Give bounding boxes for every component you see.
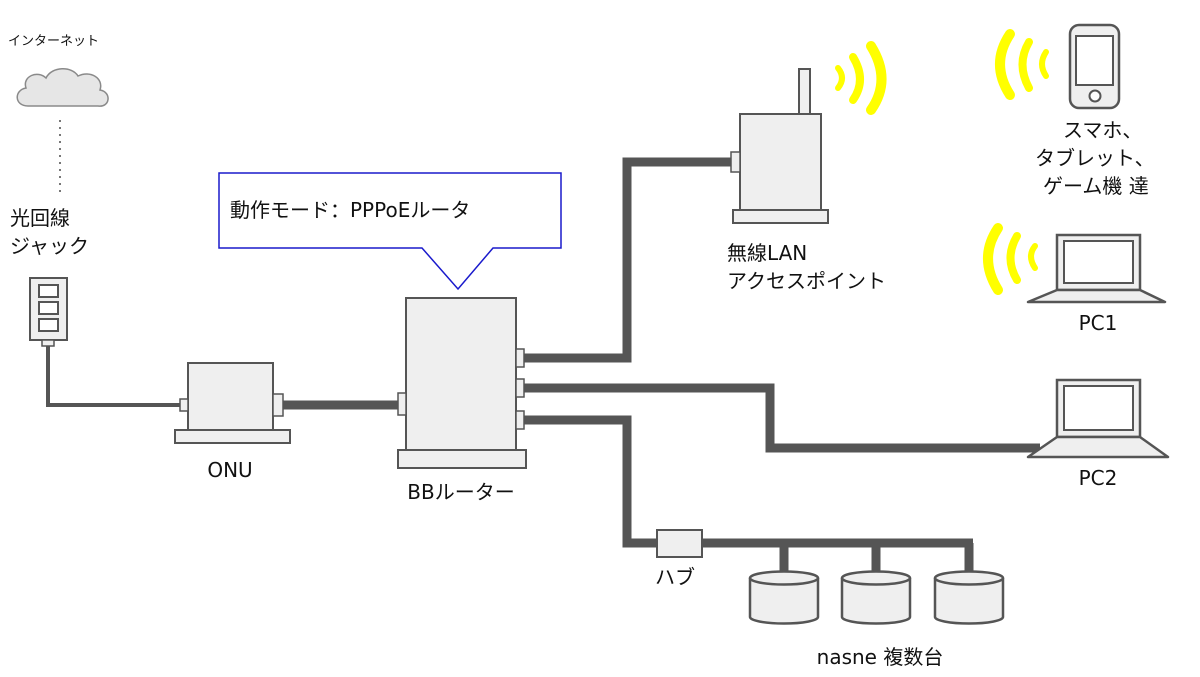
jack-label-line2: ジャック — [10, 234, 89, 258]
onu-label: ONU — [207, 458, 253, 482]
mobile-devices-label-line2: タブレット、 — [1035, 146, 1155, 170]
onu-device-icon — [174, 362, 291, 444]
hub-label: ハブ — [655, 565, 695, 589]
internet-label: インターネット — [8, 34, 100, 49]
access-point-label-line1: 無線LAN — [727, 241, 808, 265]
cable-router-pc2 — [522, 383, 1040, 453]
laptop-pc2-icon — [1026, 378, 1170, 459]
cable-router-hub — [522, 415, 657, 548]
access-point-label-line2: アクセスポイント — [727, 269, 886, 293]
callout-text: 動作モード：PPPoEルータ — [230, 198, 471, 222]
router-device-icon — [397, 297, 527, 469]
pc1-label: PC1 — [1078, 311, 1118, 335]
nasne-unit-2-icon — [840, 570, 912, 625]
wifi-waves-ap-icon — [835, 41, 887, 115]
smartphone-icon — [1068, 23, 1121, 110]
cable-jack-onu — [46, 345, 182, 407]
jack-label-line1: 光回線 — [10, 206, 70, 230]
access-point-device-icon — [730, 68, 829, 224]
laptop-pc1-icon — [1026, 233, 1167, 304]
mobile-devices-label-line1: スマホ、 — [1063, 118, 1143, 142]
wifi-waves-mobile-icon — [995, 29, 1049, 100]
optical-jack-icon — [29, 277, 68, 347]
nasne-unit-3-icon — [933, 570, 1005, 625]
hub-device-icon — [656, 529, 703, 558]
internet-cloud-icon — [16, 68, 109, 107]
mobile-devices-label-line3: ゲーム機 達 — [1043, 174, 1149, 198]
pc2-label: PC2 — [1078, 466, 1118, 490]
cable-router-ap — [522, 157, 735, 363]
callout-bubble — [218, 172, 562, 291]
nasne-unit-1-icon — [748, 570, 820, 625]
wifi-waves-pc1-icon — [983, 223, 1038, 295]
nasne-label: nasne 複数台 — [816, 645, 944, 669]
router-label: BBルーター — [407, 480, 515, 504]
